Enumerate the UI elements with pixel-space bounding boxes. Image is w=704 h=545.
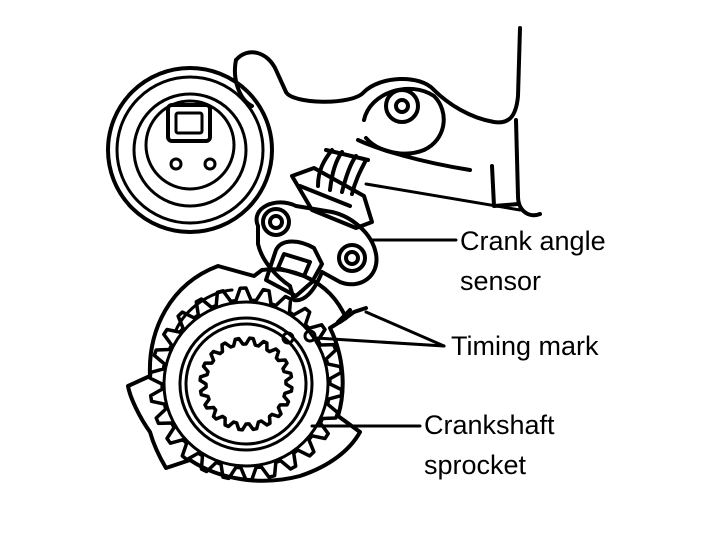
label-crank-angle-sensor-line1: Crank angle	[460, 226, 606, 256]
leader-timing-mark-upper	[364, 310, 446, 348]
sensor-bolt-right	[337, 243, 367, 273]
timing-mark-dot-1	[281, 331, 295, 345]
timing-mark-dot-2	[303, 329, 317, 343]
idler-bracket	[362, 86, 446, 156]
crank-angle-sensor-assembly	[254, 148, 379, 303]
leader-timing-mark-lower	[314, 336, 446, 348]
pulley	[106, 66, 274, 234]
crankshaft-sprocket-drawing	[126, 264, 362, 483]
engine-block-outline	[233, 26, 542, 218]
timing-pointer	[336, 306, 368, 324]
label-crank-angle-sensor-line2: sensor	[460, 266, 541, 296]
label-timing-mark: Timing mark	[451, 331, 599, 361]
pulley-hole-left	[169, 157, 183, 171]
sensor-bolt-left	[261, 207, 291, 237]
bolt-head	[166, 103, 212, 143]
leader-lines	[310, 182, 522, 428]
label-crankshaft-sprocket-line2: sprocket	[424, 450, 527, 480]
pulley-hole-right	[203, 157, 217, 171]
leader-sensor-wire	[364, 182, 522, 212]
label-crankshaft-sprocket-line1: Crankshaft	[424, 410, 555, 440]
